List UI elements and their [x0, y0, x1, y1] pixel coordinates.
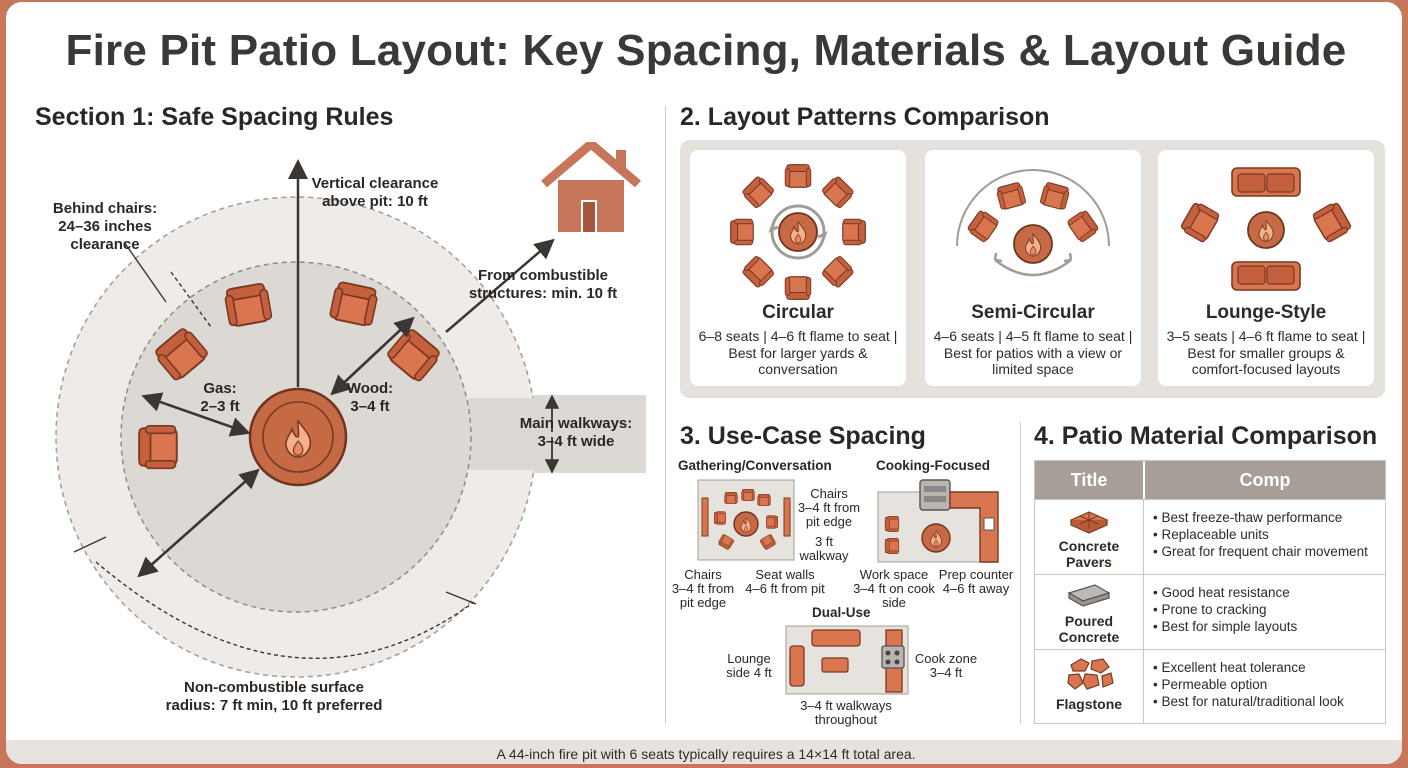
dual-cook-zone-note: Cook zone 3–4 ft [914, 651, 978, 680]
table-row: Poured Concrete Good heat resistance Pro… [1035, 574, 1385, 649]
material-points: Best freeze-thaw performance Replaceable… [1153, 509, 1385, 560]
card-description: 3–5 seats | 4–6 ft flame to seat | Best … [1166, 328, 1366, 377]
cooking-title: Cooking-Focused [876, 458, 990, 473]
footer-note: A 44-inch fire pit with 6 seats typicall… [6, 740, 1402, 764]
cooking-plan-diagram [877, 479, 999, 563]
pavers-icon [1069, 511, 1109, 534]
vertical-divider [665, 106, 666, 724]
lounge-layout-icon [1178, 167, 1354, 291]
dual-use-plan-diagram [785, 625, 909, 695]
section-divider [1020, 422, 1021, 724]
dual-walkways-note: 3–4 ft walkways throughout [800, 698, 892, 727]
card-title: Lounge-Style [1205, 302, 1327, 323]
chair-icon [222, 281, 274, 329]
material-name: Concrete Pavers [1058, 538, 1120, 570]
wood-distance-label: Wood: 3–4 ft [346, 380, 394, 415]
infographic-frame: Fire Pit Patio Layout: Key Spacing, Mate… [4, 0, 1404, 766]
gathering-plan-diagram [697, 479, 795, 561]
behind-chairs-label: Behind chairs: 24–36 inches clearance [52, 200, 158, 253]
gathering-title: Gathering/Conversation [678, 458, 832, 473]
material-points: Good heat resistance Prone to cracking B… [1153, 584, 1385, 635]
house-icon [541, 142, 641, 232]
material-name: Poured Concrete [1058, 613, 1120, 645]
section2-heading: 2. Layout Patterns Comparison [680, 103, 1050, 131]
layout-cards-panel: Circular 6–8 seats | 4–6 ft flame to sea… [680, 140, 1385, 398]
poured-concrete-icon [1067, 584, 1111, 607]
vertical-clearance-label: Vertical clearance above pit: 10 ft [311, 175, 439, 210]
fire-pit [248, 387, 348, 487]
layout-card-semi-circular: Semi-Circular 4–6 seats | 4–5 ft flame t… [925, 150, 1141, 386]
material-points: Excellent heat tolerance Permeable optio… [1153, 659, 1385, 710]
section3-heading: 3. Use-Case Spacing [680, 422, 926, 450]
material-table: Title Comp Concrete Pavers Best freeze-t… [1034, 460, 1386, 724]
card-description: 4–6 seats | 4–5 ft flame to seat | Best … [933, 328, 1133, 377]
card-title: Semi-Circular [971, 302, 1095, 323]
table-row: Flagstone Excellent heat tolerance Perme… [1035, 649, 1385, 724]
walkway-width-label: Main walkways: 3–4 ft wide [519, 415, 633, 450]
card-description: 6–8 seats | 4–6 ft flame to seat | Best … [698, 328, 898, 377]
card-title: Circular [762, 302, 834, 323]
gathering-walkway-note: 3 ft walkway [799, 534, 849, 563]
table-row: Concrete Pavers Best freeze-thaw perform… [1035, 499, 1385, 574]
flagstone-icon [1067, 658, 1114, 690]
table-column-divider [1143, 499, 1144, 724]
gas-distance-label: Gas: 2–3 ft [200, 380, 240, 415]
gathering-seat-walls-note: Seat walls 4–6 ft from pit [745, 567, 825, 596]
material-name: Flagstone [1055, 696, 1123, 712]
section4-heading: 4. Patio Material Comparison [1034, 422, 1378, 450]
semi-circular-layout-icon [956, 169, 1110, 277]
layout-card-lounge: Lounge-Style 3–5 seats | 4–6 ft flame to… [1158, 150, 1374, 386]
gathering-chairs-left-note: Chairs 3–4 ft from pit edge [671, 567, 735, 610]
spacing-diagram [55, 142, 646, 678]
gathering-chairs-right-note: Chairs 3–4 ft from pit edge [797, 486, 861, 529]
circular-layout-icon [730, 164, 866, 300]
structures-clearance-label: From combustible structures: min. 10 ft [468, 267, 618, 302]
section1-heading: Section 1: Safe Spacing Rules [35, 103, 394, 131]
dual-lounge-note: Lounge side 4 ft [726, 651, 772, 680]
cooking-prep-counter-note: Prep counter 4–6 ft away [938, 567, 1014, 596]
cooking-work-space-note: Work space 3–4 ft on cook side [853, 567, 935, 610]
table-header-title: Title [1035, 461, 1143, 499]
table-header-comp: Comp [1144, 461, 1385, 499]
layout-card-circular: Circular 6–8 seats | 4–6 ft flame to sea… [690, 150, 906, 386]
chair-icon [138, 424, 178, 470]
dual-use-title: Dual-Use [812, 605, 871, 620]
chair-icon [328, 280, 380, 328]
surface-radius-label: Non-combustible surface radius: 7 ft min… [165, 679, 383, 714]
page-title: Fire Pit Patio Layout: Key Spacing, Mate… [65, 26, 1347, 75]
